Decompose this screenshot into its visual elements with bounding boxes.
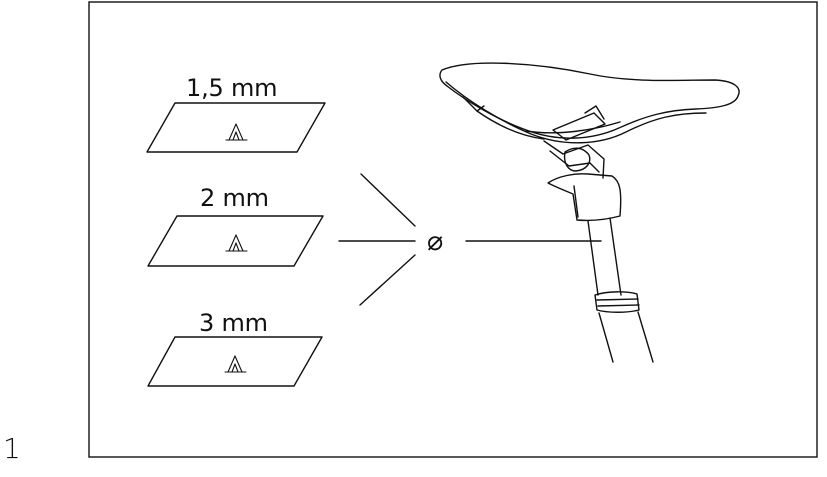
saddle-seatpost-illustration <box>439 62 740 363</box>
shim-1-label: 1,5 mm <box>186 74 277 102</box>
shim-1: 1,5 mm <box>146 74 326 153</box>
connector-lines <box>338 173 602 306</box>
shim-3: 3 mm <box>147 309 323 387</box>
diameter-icon: ⌀ <box>427 226 443 257</box>
figure-number: 1 <box>3 432 21 465</box>
shim-1-logo-icon <box>225 123 248 141</box>
figure-frame <box>88 1 818 458</box>
shim-2: 2 mm <box>147 184 324 267</box>
shim-2-label: 2 mm <box>200 184 269 212</box>
shim-3-logo-icon <box>224 355 247 373</box>
shim-3-label: 3 mm <box>199 309 268 337</box>
shim-1-parallelogram <box>146 102 326 153</box>
shim-2-parallelogram <box>147 215 324 267</box>
shim-3-parallelogram <box>147 336 323 387</box>
shim-2-logo-icon <box>225 234 248 252</box>
